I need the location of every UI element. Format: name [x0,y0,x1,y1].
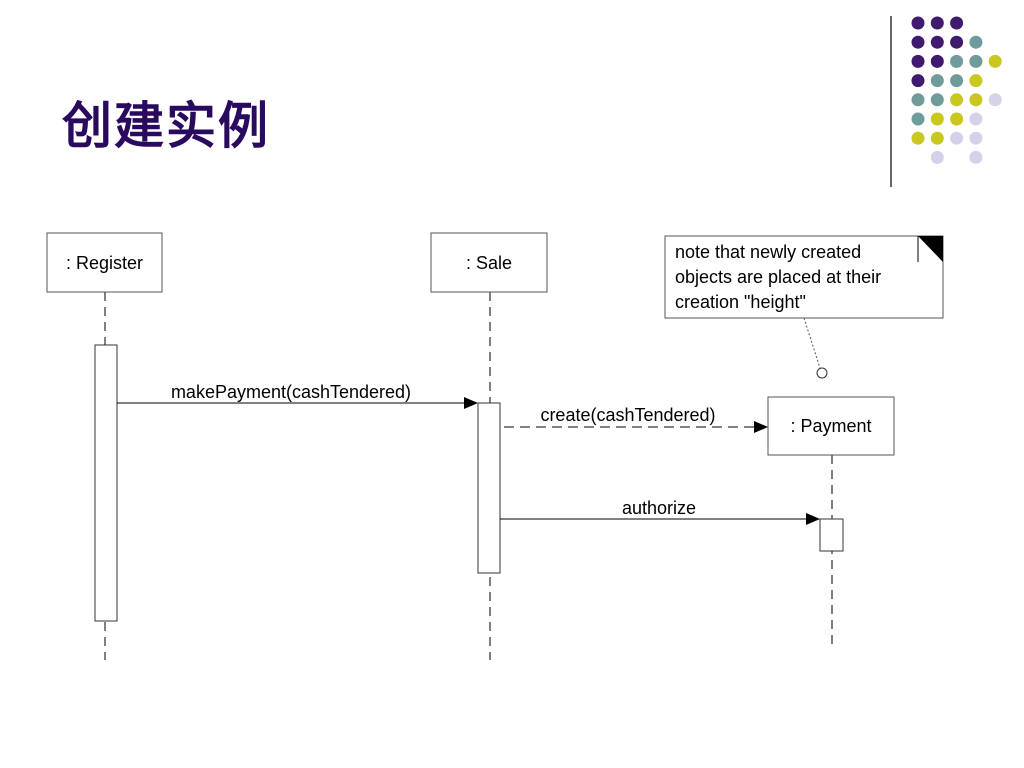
note-line-2: objects are placed at their [675,267,881,287]
message-authorize-label: authorize [622,498,696,518]
decorative-dot [950,16,964,30]
note-folded-corner-icon [918,236,943,262]
message-create: create(cashTendered) [504,405,768,433]
decorative-dot [911,74,925,88]
slide-title: 创建实例 [62,96,270,155]
decorative-dot [930,150,944,164]
decorative-dot [930,93,944,107]
decorative-dot [950,93,964,107]
decorative-dot [969,131,983,145]
decorative-dot [969,74,983,88]
note-outline [664,235,944,319]
decorative-dot [988,93,1002,107]
lifeline-payment-label: : Payment [790,416,871,436]
lifeline-payment-box [767,396,895,456]
message-make-payment: makePayment(cashTendered) [117,382,478,409]
decorative-dot [950,131,964,145]
decorative-dot [911,54,925,68]
message-make-payment-label: makePayment(cashTendered) [171,382,411,402]
lifeline-sale-box [430,232,548,293]
lifeline-payment: : Payment [767,396,895,645]
message-authorize: authorize [500,498,820,525]
activation-register [94,344,118,622]
message-create-label: create(cashTendered) [540,405,715,425]
decorative-dot [911,16,925,30]
lifeline-register: : Register [46,232,163,660]
decorative-dot [950,54,964,68]
note-box: note that newly created objects are plac… [664,235,944,379]
activation-sale [477,402,501,574]
decorative-dot [930,74,944,88]
decorative-dot [911,112,925,126]
decorative-dot [930,131,944,145]
decorative-dot [988,54,1002,68]
decorative-dot [969,112,983,126]
decorative-dot [930,16,944,30]
note-line-3: creation "height" [675,292,806,312]
note-line-1: note that newly created [675,242,861,262]
decorative-dot [930,112,944,126]
lifeline-register-label: : Register [66,253,143,273]
decorative-dot [930,35,944,49]
decorative-dot [969,54,983,68]
note-connector [803,317,821,369]
lifeline-sale: : Sale [430,232,548,660]
decorative-dot-grid [890,16,1002,187]
decorative-dot [969,93,983,107]
decorative-dot [911,93,925,107]
decorative-dot [950,74,964,88]
decorative-dot [911,131,925,145]
decorative-dot [930,54,944,68]
decorative-dot [969,35,983,49]
decorative-dot [950,35,964,49]
decorative-dot [911,35,925,49]
activation-payment [819,518,844,552]
decorative-dot [969,150,983,164]
note-anchor-circle [816,367,828,379]
lifeline-sale-label: : Sale [466,253,512,273]
decorative-dot [950,112,964,126]
lifeline-register-box [46,232,163,293]
